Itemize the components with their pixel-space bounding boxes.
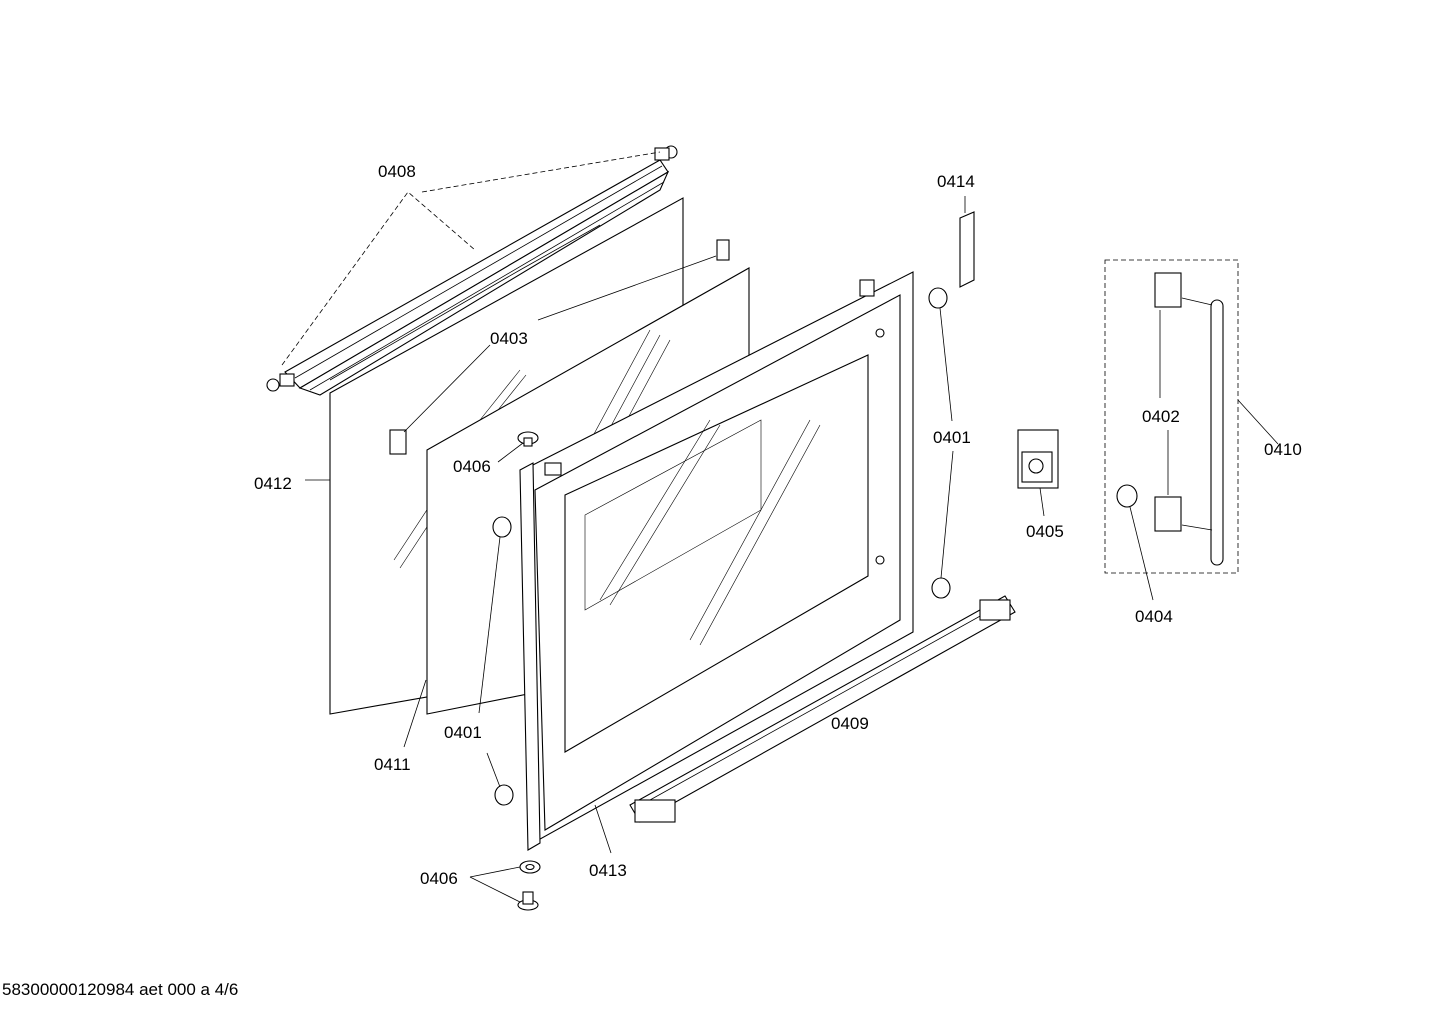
label-0410: 0410	[1264, 440, 1302, 459]
label-0412: 0412	[254, 474, 292, 493]
handle-assembly-group	[1104, 259, 1239, 574]
glass-clip-part	[389, 239, 730, 455]
door-latch-part	[1017, 429, 1059, 489]
label-0406-bottom: 0406	[420, 869, 458, 888]
hinge-block-part	[492, 287, 951, 806]
bottom-screw-part	[517, 860, 541, 911]
label-0402: 0402	[1142, 407, 1180, 426]
leader-lines	[281, 151, 1279, 903]
label-0403: 0403	[490, 329, 528, 348]
label-0401-right: 0401	[933, 428, 971, 447]
seal-strip-part	[959, 211, 975, 288]
label-0409: 0409	[831, 714, 869, 733]
screw-part	[517, 431, 539, 447]
drawing-reference-footer: 58300000120984 aet 000 a 4/6	[2, 980, 239, 999]
label-0404: 0404	[1135, 607, 1173, 626]
label-0413: 0413	[589, 861, 627, 880]
label-0401-left: 0401	[444, 723, 482, 742]
top-rail-part	[266, 145, 678, 396]
label-0405: 0405	[1026, 522, 1064, 541]
label-0411: 0411	[374, 755, 411, 774]
label-0414: 0414	[937, 172, 975, 191]
bottom-rail-part	[629, 595, 1016, 823]
front-door-panel	[519, 271, 914, 851]
label-0408: 0408	[378, 162, 416, 181]
label-0406-top: 0406	[453, 457, 491, 476]
